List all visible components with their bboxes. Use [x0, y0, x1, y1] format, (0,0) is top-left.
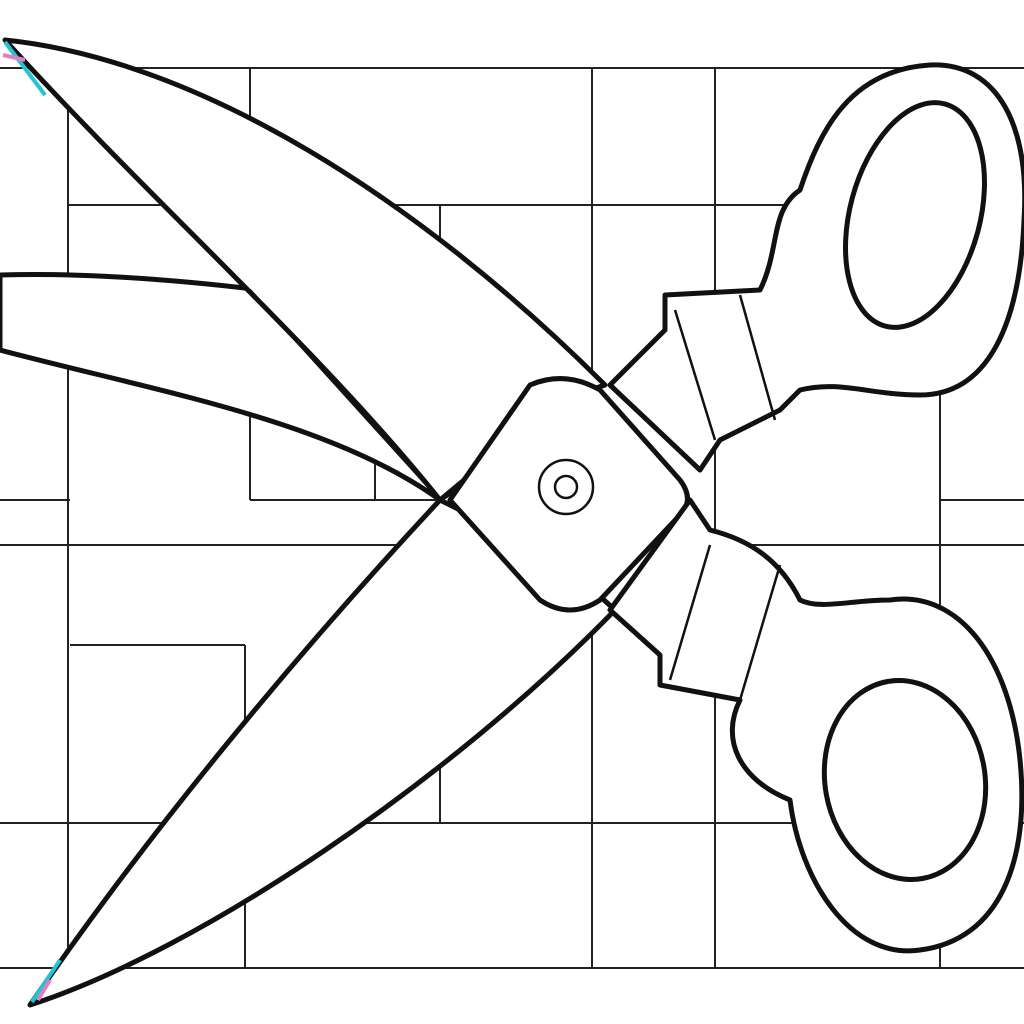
- pivot-screw-icon: [537, 458, 595, 516]
- scissors: [0, 37, 1024, 1008]
- tip-accent-bottom: [30, 958, 62, 1004]
- tip-accent-top: [3, 40, 47, 97]
